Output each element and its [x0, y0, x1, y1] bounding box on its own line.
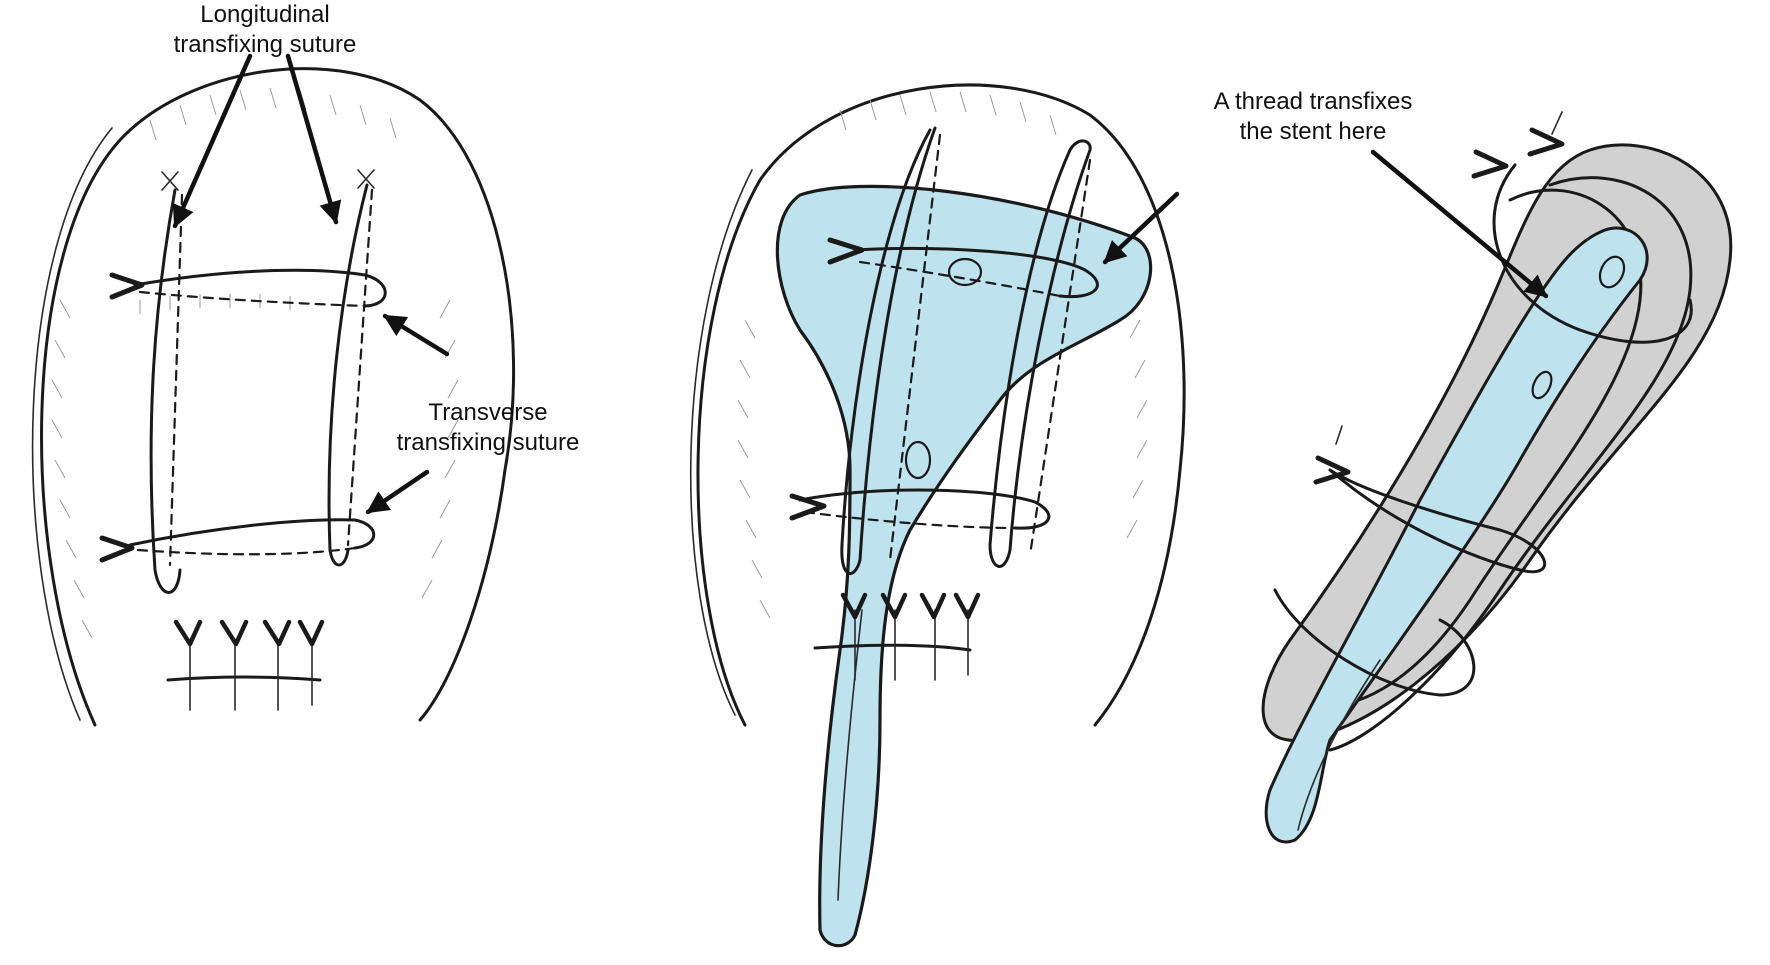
knot-chevron	[1527, 127, 1565, 157]
panel-3-stent-hole	[1598, 255, 1626, 289]
knot-chevron	[827, 237, 865, 265]
panel-1-outline	[40, 67, 516, 727]
panel-1-transverse-suture-bottom	[128, 518, 376, 550]
panel-3-suture-loop	[1328, 468, 1547, 574]
knot-chevron	[789, 493, 827, 521]
panel-1-skin-closure	[166, 619, 325, 711]
panel-1-longitudinal-suture-right	[327, 183, 369, 567]
knot-chevron	[1471, 149, 1509, 179]
panel-1-hatching	[51, 87, 459, 639]
panel-1-longitudinal-suture-left	[149, 188, 182, 594]
panel-1-transfixing-sutures	[31, 53, 516, 727]
panel-1-outline-inner	[31, 127, 113, 721]
label-thread-transfixes: A thread transfixes the stent here	[1213, 88, 1413, 145]
panel-2-outline	[696, 83, 1186, 727]
panel-1-transverse-suture-top	[133, 268, 387, 308]
panel-2-longitudinal-suture-right	[988, 139, 1092, 568]
panel-3-suture-loop	[1273, 588, 1476, 697]
knot-chevron	[109, 272, 145, 300]
panel-2-longitudinal-suture-left	[840, 126, 937, 575]
panel-2-transverse-suture-top	[853, 246, 1099, 299]
panel-2-stent	[775, 184, 1153, 948]
panel-2-stent-hole	[947, 257, 983, 287]
panel-3-suture-loop	[1492, 163, 1693, 344]
knot-chevron	[99, 535, 135, 563]
label-longitudinal-suture: Longitudinal transfixing suture	[173, 1, 357, 58]
panel-2-stent-hole	[904, 440, 932, 480]
panel-2-transverse-suture-bottom	[798, 488, 1051, 530]
knot-chevron	[1313, 455, 1351, 485]
panel-3-stent-detail	[1261, 111, 1733, 844]
panel-2-stent-in-place	[689, 83, 1186, 948]
panel-3-stent	[1264, 226, 1649, 844]
panel-2-skin-closure	[813, 592, 981, 681]
label-transverse-suture: Transverse transfixing suture	[396, 399, 580, 456]
panel-3-stent-hole	[1531, 370, 1553, 400]
